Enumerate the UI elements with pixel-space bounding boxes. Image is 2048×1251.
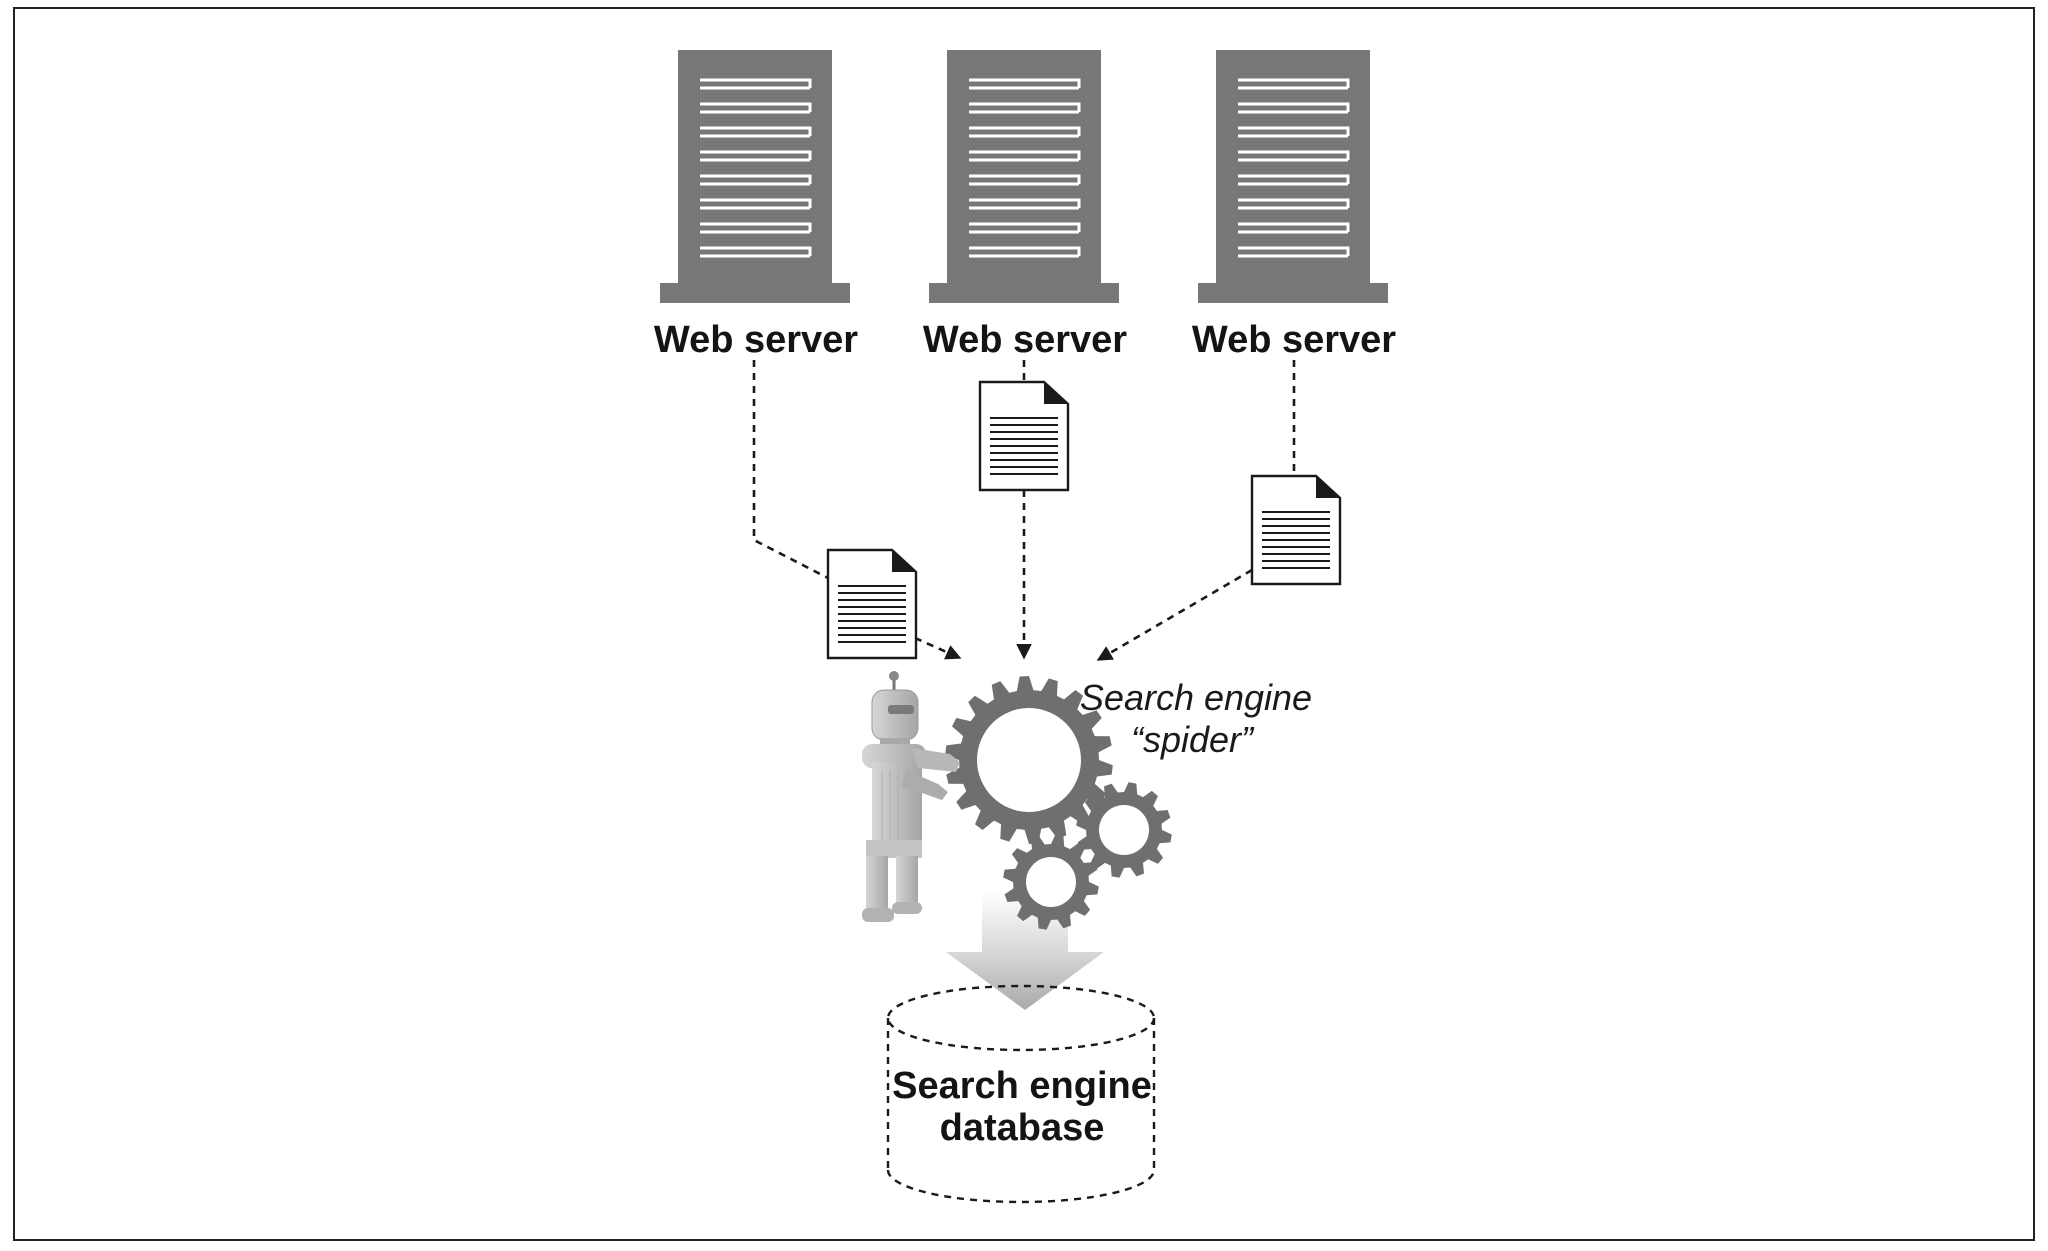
flow-line-left bbox=[752, 360, 829, 580]
document-icon bbox=[978, 380, 1070, 492]
database-label-line1: Search engine bbox=[892, 1065, 1152, 1107]
server-icon bbox=[1198, 50, 1388, 303]
gear-icon bbox=[1003, 834, 1099, 930]
server-icon bbox=[929, 50, 1119, 303]
web-server-3: Web server bbox=[1192, 50, 1396, 361]
flow-line-right-to-spider bbox=[1096, 568, 1253, 662]
server-icon bbox=[660, 50, 850, 303]
spider-caption-line2: “spider” bbox=[1131, 719, 1255, 760]
flow-lines bbox=[752, 360, 1296, 662]
robot-icon bbox=[862, 671, 960, 922]
document-icon bbox=[826, 548, 918, 660]
web-server-label: Web server bbox=[923, 319, 1127, 361]
figure-frame bbox=[13, 7, 2035, 1241]
document-icon bbox=[1250, 474, 1342, 586]
web-server-1: Web server bbox=[654, 50, 858, 361]
database-cylinder-icon bbox=[886, 984, 1156, 1204]
spider-caption: Search engine “spider” bbox=[1080, 677, 1312, 760]
spider-caption-line1: Search engine bbox=[1080, 677, 1312, 718]
database-label-line2: database bbox=[940, 1107, 1105, 1149]
web-server-label: Web server bbox=[654, 319, 858, 361]
gear-icon bbox=[945, 676, 1113, 844]
web-server-2: Web server bbox=[923, 50, 1127, 361]
gear-icon bbox=[1076, 782, 1172, 878]
flow-line-left-to-spider bbox=[914, 636, 962, 660]
web-server-label: Web server bbox=[1192, 319, 1396, 361]
